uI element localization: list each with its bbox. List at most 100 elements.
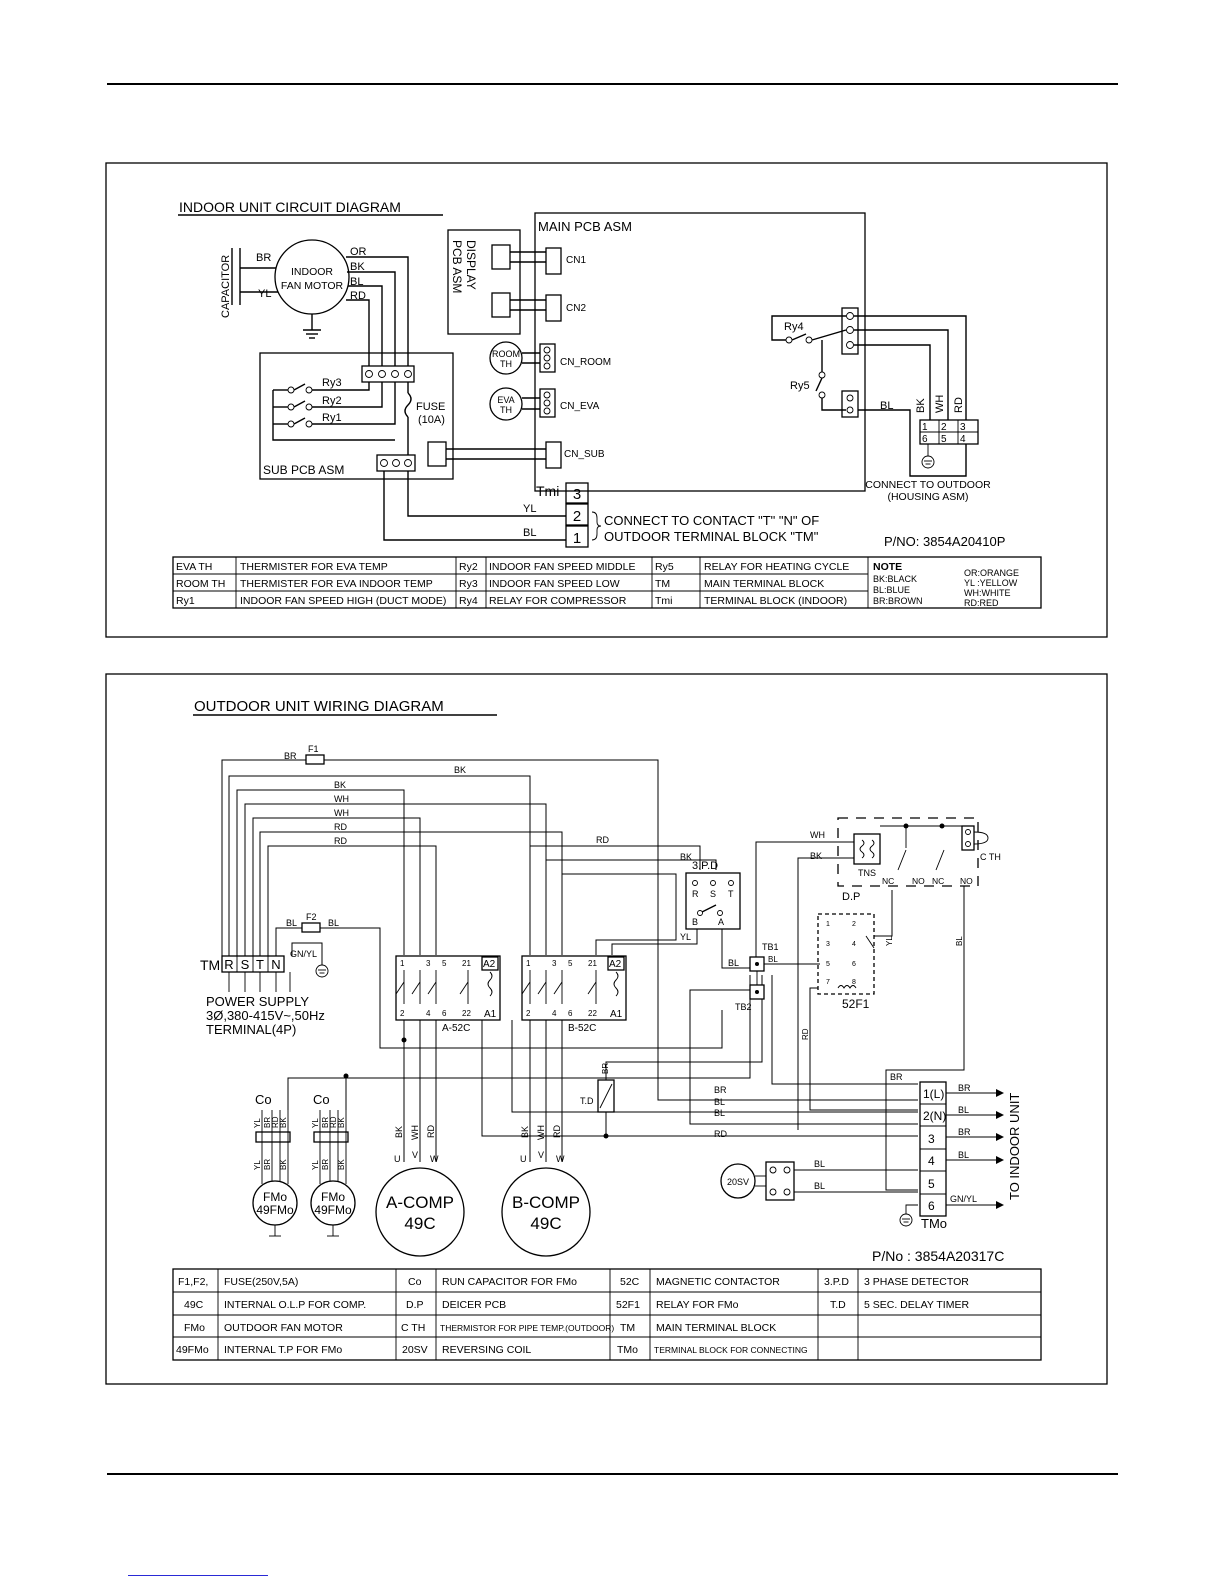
tmi-terminal-3: 3: [573, 486, 581, 503]
connector-cn2-label: CN2: [566, 303, 586, 314]
capacitor-label: CAPACITOR: [220, 255, 232, 318]
a-comp-terminal-w: W: [430, 1154, 439, 1164]
wire-label-rd: RD: [714, 1129, 727, 1139]
cth-connector: [961, 825, 975, 851]
wire-label-wh: WH: [334, 794, 349, 804]
wire-label-bl: BL: [286, 918, 297, 928]
tns-label: TNS: [858, 868, 876, 878]
wire-label-yl: YL: [258, 288, 271, 300]
cth-label: C TH: [980, 852, 1001, 862]
wire-label-rd: RD: [596, 835, 609, 845]
wire-label-wh: WH: [810, 830, 825, 840]
tm-terminal-t: T: [256, 957, 264, 972]
tmo-label: TMo: [921, 1216, 947, 1231]
relay-pin: 8: [852, 979, 856, 986]
deicer-pcb-label: D.P: [842, 891, 860, 903]
wire-label-rd: RD: [334, 836, 347, 846]
outdoor-legend-table: F1,F2, FUSE(250V,5A) Co RUN CAPACITOR FO…: [172, 1268, 1042, 1361]
wire-label-bk: BK: [394, 1126, 404, 1138]
wire-label-br: BR: [256, 252, 271, 264]
note-cell: BK:BLACK: [873, 574, 917, 584]
room-th-label-1: ROOM: [492, 349, 520, 359]
b-comp-terminal-w: W: [556, 1154, 565, 1164]
capacitor-co-2: [313, 1131, 349, 1143]
indoor-circuit-diagram: INDOOR UNIT CIRCUIT DIAGRAM CAPACITOR BR…: [105, 162, 1108, 638]
connector-cn-room-label: CN_ROOM: [560, 357, 611, 368]
wire-label-bl: BL: [958, 1150, 969, 1160]
fuse-f2-icon: [301, 922, 321, 933]
connector-cn-sub: [545, 441, 562, 469]
display-pcb-label-1: DISPLAY: [464, 240, 478, 290]
power-supply-label: POWER SUPPLY: [206, 994, 309, 1009]
contactor-pin: 5: [442, 959, 447, 968]
connector-cn-room: [539, 343, 556, 373]
legend-cell: RUN CAPACITOR FOR FMo: [442, 1276, 577, 1288]
wire-label-wh: WH: [334, 808, 349, 818]
main-pcb-box: [534, 212, 866, 492]
connect-outdoor-sub: (HOUSING ASM): [887, 491, 968, 503]
wire-label-bk: BK: [810, 851, 822, 861]
legend-cell: Co: [408, 1276, 422, 1288]
a-comp-terminal-v: V: [412, 1150, 418, 1160]
b-comp-terminal-u: U: [520, 1154, 527, 1164]
wire-label-rd: RD: [271, 1116, 280, 1128]
sub-pcb-box: [259, 352, 454, 480]
pd-terminal-b: B: [692, 917, 698, 927]
wire-label-rd: RD: [350, 290, 366, 302]
legend-cell: TERMINAL BLOCK FOR CONNECTING: [654, 1345, 808, 1355]
reversing-coil-connector: [765, 1161, 795, 1201]
to-indoor-arrows: [946, 1089, 1004, 1209]
power-supply-spec: 3Ø,380-415V~,50Hz: [206, 1008, 325, 1023]
terminal-5: 5: [941, 434, 947, 445]
eva-th-label-2: TH: [500, 405, 512, 415]
legend-cell: Ry3: [459, 578, 478, 590]
legend-cell: ROOM TH: [176, 578, 225, 590]
indoor-panel-frame: [105, 162, 1108, 638]
legend-cell: RELAY FOR COMPRESSOR: [489, 595, 627, 607]
wire-label-br: BR: [890, 1072, 903, 1082]
tmi-wire-yl: YL: [523, 503, 536, 515]
deicer-pcb-box: [837, 817, 979, 887]
wire-label-bl: BL: [728, 958, 739, 968]
wire-label-wh: WH: [536, 1125, 546, 1140]
wire-label-yl: YL: [253, 1160, 262, 1170]
contactor-a-label: A-52C: [442, 1023, 470, 1034]
legend-cell: MAIN TERMINAL BLOCK: [704, 578, 824, 590]
wire-label-bl: BL: [958, 1105, 969, 1115]
relay-label-ry3: Ry3: [322, 377, 342, 389]
contactor-pin: 6: [442, 1009, 447, 1018]
wire-label-yl: YL: [311, 1118, 320, 1128]
contactor-pin-a1: A1: [484, 1009, 497, 1020]
legend-cell: MAGNETIC CONTACTOR: [656, 1276, 780, 1288]
dp-contact-no: NO: [912, 876, 925, 886]
note-cell: YL :YELLOW: [964, 578, 1018, 588]
tm-label: TM: [200, 957, 220, 973]
b-comp-olp-label: 49C: [530, 1214, 561, 1233]
tmo-terminal-5: 5: [928, 1177, 935, 1191]
contactor-pin: 1: [400, 959, 405, 968]
legend-cell: RELAY FOR HEATING CYCLE: [704, 561, 849, 573]
pd-terminal-s: S: [710, 889, 716, 899]
b-comp-label: B-COMP: [512, 1193, 580, 1212]
room-th-label-2: TH: [500, 359, 512, 369]
legend-cell: INDOOR FAN SPEED LOW: [489, 578, 620, 590]
legend-cell: 5 SEC. DELAY TIMER: [864, 1299, 969, 1311]
legend-cell: OUTDOOR FAN MOTOR: [224, 1322, 343, 1334]
wire-label-yl: YL: [680, 932, 691, 942]
fan-motor-2-tp: 49FMo: [314, 1203, 352, 1217]
fan-motor-2-label: FMo: [321, 1190, 345, 1204]
indoor-part-number: P/NO: 3854A20410P: [884, 534, 1005, 549]
sub-pcb-3pin-connector: [376, 454, 416, 472]
wire-label-bk: BK: [279, 1159, 288, 1170]
wire-label-rd: RD: [801, 1028, 810, 1040]
wire-label-gnyl: GN/YL: [290, 949, 317, 959]
relay-52f1-label: 52F1: [842, 997, 870, 1011]
relay-label-ry4: Ry4: [784, 321, 804, 333]
pd-terminal-t: T: [728, 889, 734, 899]
dp-contact-nc: NC: [932, 876, 944, 886]
legend-cell: FUSE(250V,5A): [224, 1276, 298, 1288]
wire-label-or: OR: [350, 246, 367, 258]
wire-label-rd: RD: [329, 1116, 338, 1128]
outdoor-title: OUTDOOR UNIT WIRING DIAGRAM: [194, 698, 444, 715]
fan-motor-1-label: FMo: [263, 1190, 287, 1204]
